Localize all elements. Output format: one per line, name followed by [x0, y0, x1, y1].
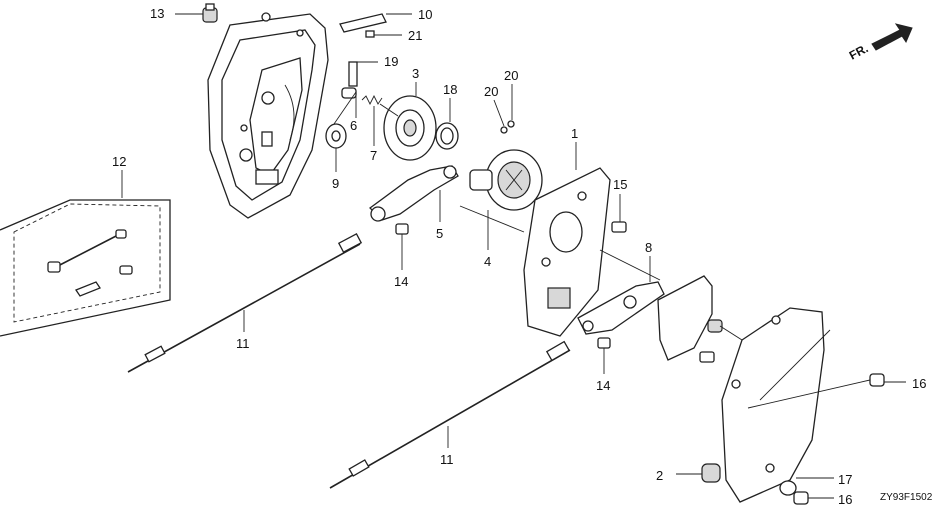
direction-arrow-icon: FR.: [847, 23, 913, 63]
callout-1: 1: [571, 126, 578, 141]
part-21-pin: [365, 30, 402, 38]
part-19-dowel: [348, 61, 378, 87]
callout-11-upper: 11: [236, 336, 250, 351]
callout-14-lower: 14: [596, 378, 610, 393]
callout-9: 9: [332, 176, 339, 191]
part-9-washer: [325, 123, 347, 172]
callout-labels: 13 10 21 19 3 20 20 18 6 7 9 1 12 15 5 8…: [112, 6, 933, 507]
callout-15: 15: [613, 177, 627, 192]
part-5-lever: [369, 165, 459, 222]
callout-2: 2: [656, 468, 663, 483]
diagram-code: ZY93F1502: [880, 492, 933, 503]
part-16-screw-upper: [869, 373, 906, 387]
callout-10: 10: [418, 7, 432, 22]
part-17-washer: [779, 477, 834, 496]
callout-11-lower: 11: [440, 452, 454, 467]
callout-20-top: 20: [504, 68, 518, 83]
part-12-kit: [0, 170, 171, 337]
part-14-bolt-lower: [597, 337, 611, 374]
part-15-bolt: [611, 194, 627, 233]
direction-label: FR.: [847, 41, 871, 62]
callout-21: 21: [408, 28, 422, 43]
part-14-bolt-upper: [395, 223, 409, 270]
housing-cover: [207, 12, 329, 219]
callout-17: 17: [838, 472, 852, 487]
callout-16-lower: 16: [838, 492, 852, 507]
part-16-screw-lower: [793, 491, 834, 505]
part-20-ball: [493, 84, 515, 134]
callout-13: 13: [150, 6, 164, 21]
part-11-cable-lower: [329, 340, 571, 489]
callout-5: 5: [436, 226, 443, 241]
callout-19: 19: [384, 54, 398, 69]
callout-7: 7: [370, 148, 377, 163]
part-10-key: [339, 13, 412, 33]
callout-16-upper: 16: [912, 376, 926, 391]
assembly-lines: [333, 91, 871, 409]
part-11-cable-upper: [127, 233, 363, 373]
part-18-ring: [435, 98, 459, 150]
callout-4: 4: [484, 254, 491, 269]
part-6-roller: [341, 87, 357, 118]
callout-18: 18: [443, 82, 457, 97]
side-cover: [721, 307, 825, 503]
callout-20: 20: [484, 84, 498, 99]
part-8-link: [577, 256, 723, 363]
callout-12: 12: [112, 154, 126, 169]
callout-8: 8: [645, 240, 652, 255]
part-2-collar: [676, 463, 721, 483]
part-4-shaft: [469, 149, 543, 250]
callout-3: 3: [412, 66, 419, 81]
part-1-bracket: [523, 142, 611, 337]
part-13-nut: [175, 3, 218, 23]
callout-6: 6: [350, 118, 357, 133]
part-3-gear: [383, 82, 437, 161]
callout-14-upper: 14: [394, 274, 408, 289]
part-7-spring: [361, 94, 383, 146]
